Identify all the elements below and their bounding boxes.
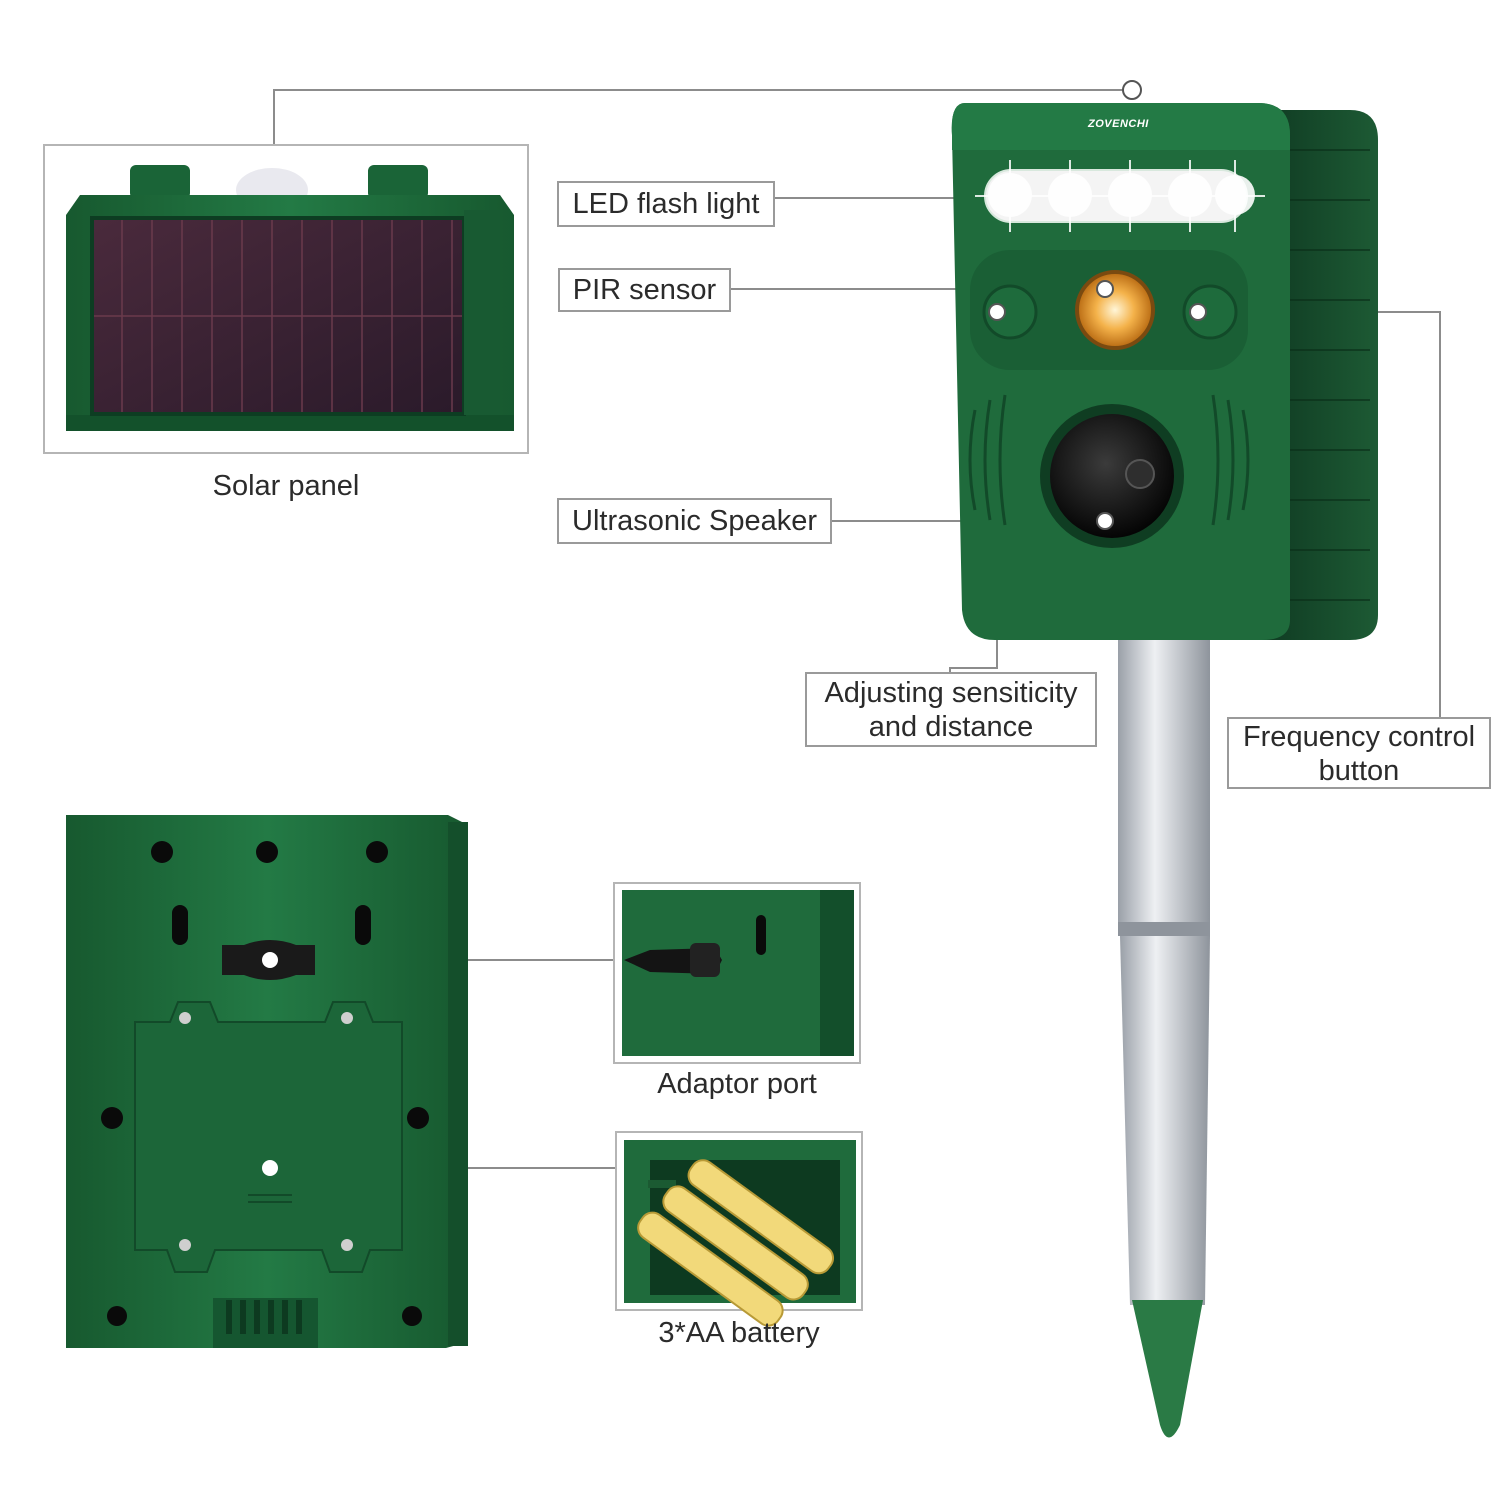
main-device <box>951 103 1378 640</box>
caption-adaptor-port: Adaptor port <box>657 1068 817 1100</box>
brand-logo: ZOVENCHI <box>1088 118 1149 130</box>
callout-ultrasonic-speaker: Ultrasonic Speaker <box>557 498 832 544</box>
callout-frequency-line1: Frequency control <box>1242 721 1476 753</box>
callout-adjusting-line2: and distance <box>868 711 1034 743</box>
caption-battery: 3*AA battery <box>658 1317 820 1349</box>
solar-panel-view <box>43 144 529 454</box>
callout-adjusting-sensitivity: Adjusting sensiticity and distance <box>805 672 1097 747</box>
ground-stake <box>1118 640 1210 1438</box>
adaptor-port-inset <box>613 882 861 1064</box>
callout-led-flash-light: LED flash light <box>557 181 775 227</box>
callout-dots <box>988 80 1207 530</box>
battery-inset <box>615 1131 863 1327</box>
callout-pir-sensor: PIR sensor <box>558 268 731 312</box>
callout-frequency-control: Frequency control button <box>1227 717 1491 789</box>
callout-frequency-line2: button <box>1318 755 1400 787</box>
back-view <box>66 815 468 1348</box>
callout-adjusting-line1: Adjusting sensiticity <box>824 677 1078 709</box>
caption-solar-panel: Solar panel <box>212 470 360 502</box>
